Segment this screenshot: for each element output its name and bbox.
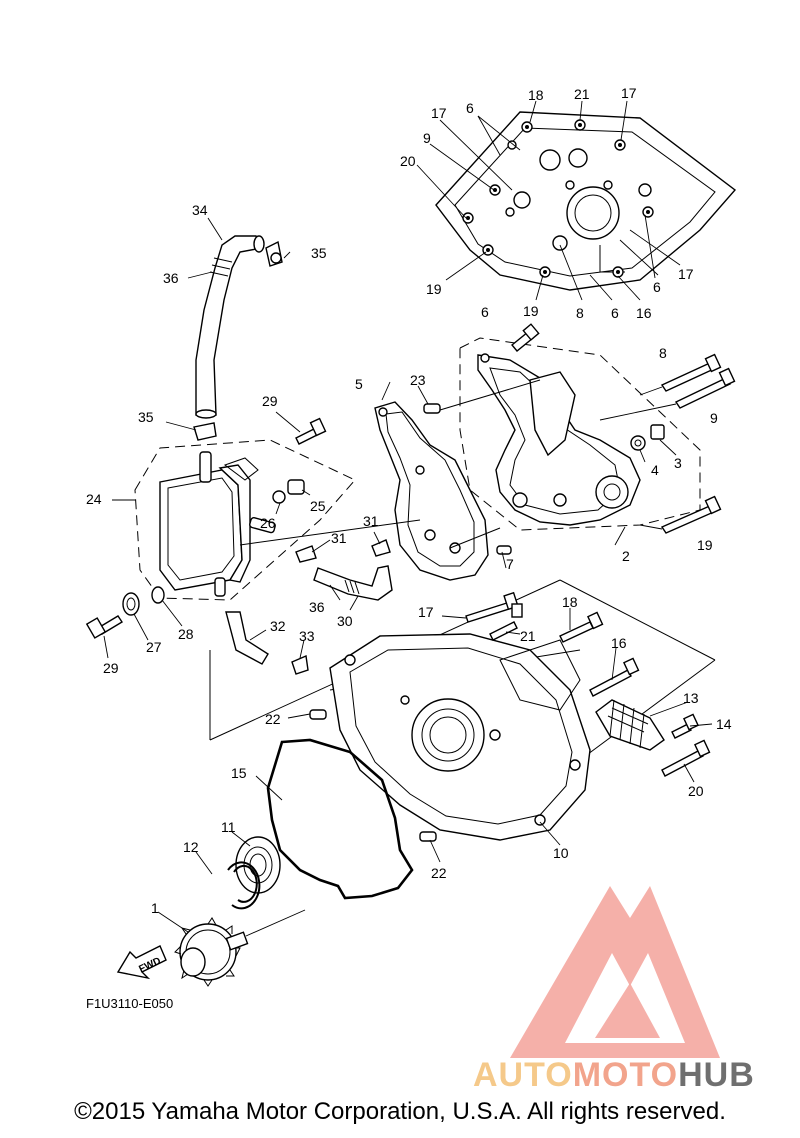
callout-4: 4 (651, 462, 659, 478)
long-bolts (599, 353, 736, 534)
callout-labels: 18 21 17 6 17 9 20 19 19 8 6 16 6 17 34 … (86, 85, 732, 916)
gasket-15 (266, 738, 414, 900)
circlip-12 (227, 861, 261, 910)
dowel-pin-22-lower (419, 831, 437, 842)
callout-17-right: 17 (678, 266, 694, 282)
callout-20-top: 20 (400, 153, 416, 169)
callout-16-cover: 16 (611, 635, 627, 651)
callout-6-pump: 6 (481, 304, 489, 320)
callout-23: 23 (410, 372, 426, 388)
cover-bolts (465, 591, 711, 777)
hose-clamp-31-right (371, 539, 391, 557)
callout-6-topmid: 6 (611, 305, 619, 321)
hose-30 (313, 565, 393, 601)
callout-6-top: 6 (466, 100, 474, 116)
dowel-pin-7 (496, 545, 512, 555)
gasket-5 (374, 401, 489, 581)
callout-35-mid: 35 (138, 409, 154, 425)
plug-3 (650, 424, 665, 440)
dowel-pin-22-upper (309, 709, 327, 720)
callout-30: 30 (337, 613, 353, 629)
callout-17-cover: 17 (418, 604, 434, 620)
callout-19-topleft: 19 (426, 281, 442, 297)
o-ring-4 (630, 435, 646, 451)
callout-32: 32 (270, 618, 286, 634)
callout-28: 28 (178, 626, 194, 642)
hose-clamp-31-left (295, 545, 317, 563)
callout-6-topright: 6 (653, 279, 661, 295)
callout-22-upper: 22 (265, 711, 281, 727)
oil-pump-group (459, 337, 701, 546)
callout-18-top: 18 (528, 87, 544, 103)
callout-22-lower: 22 (431, 865, 447, 881)
callout-11: 11 (221, 819, 236, 835)
callout-12: 12 (183, 839, 199, 855)
callout-31-right: 31 (363, 513, 379, 529)
callout-25: 25 (310, 498, 326, 514)
grommet-27 (122, 592, 140, 616)
callout-5: 5 (355, 376, 363, 392)
callout-27: 27 (146, 639, 162, 655)
callout-36-mid: 36 (309, 599, 325, 615)
callout-13: 13 (683, 690, 699, 706)
wordmark-auto: AUTO (473, 1056, 573, 1094)
cover-leader-lines (416, 100, 681, 301)
callout-2: 2 (622, 548, 630, 564)
callout-9-top: 9 (423, 130, 431, 146)
callout-29-lower: 29 (103, 660, 119, 676)
damper-25 (287, 479, 305, 495)
callout-9-pump: 9 (710, 410, 718, 426)
hose-32 (225, 611, 269, 665)
forward-direction-arrow: FWD (116, 945, 167, 980)
callout-33: 33 (299, 628, 315, 644)
callout-20-cover: 20 (688, 783, 704, 799)
diagram-code: F1U3110-E050 (86, 996, 174, 1011)
gear-1 (174, 909, 306, 987)
collar-28 (151, 586, 165, 604)
crankcase-cover-detail (435, 111, 737, 291)
hose-clamp-33 (291, 654, 309, 675)
callout-29-upper: 29 (262, 393, 278, 409)
callout-8-top: 8 (576, 305, 584, 321)
callout-35-top: 35 (311, 245, 327, 261)
callout-21-cover: 21 (520, 628, 536, 644)
callout-34: 34 (192, 202, 208, 218)
callout-7: 7 (506, 556, 514, 572)
callout-17-topleft: 17 (431, 105, 447, 121)
collar-26 (272, 490, 286, 504)
callout-31-left: 31 (331, 530, 347, 546)
bolt-29-lower (85, 615, 123, 639)
hose-clamp-35-mid (193, 422, 217, 441)
bolt-29-upper (295, 417, 327, 445)
automotohub-wordmark: AUTOMOTOHUB (473, 1056, 755, 1095)
callout-14: 14 (716, 716, 732, 732)
callout-24: 24 (86, 491, 102, 507)
callout-15: 15 (231, 765, 247, 781)
crankcase-cover-10 (329, 633, 591, 841)
callout-16-top: 16 (636, 305, 652, 321)
callout-17-topright: 17 (621, 85, 637, 101)
callout-21-top: 21 (574, 86, 590, 102)
callout-3: 3 (674, 455, 682, 471)
callout-19-topmid: 19 (523, 303, 539, 319)
copyright-notice: ©2015 Yamaha Motor Corporation, U.S.A. A… (74, 1098, 726, 1125)
dowel-pin-23 (423, 403, 441, 414)
breather-hose-34 (195, 235, 265, 419)
callout-10: 10 (553, 845, 569, 861)
callout-19-pump: 19 (697, 537, 713, 553)
callout-36-top: 36 (163, 270, 179, 286)
callout-1: 1 (151, 900, 159, 916)
callout-8-pump: 8 (659, 345, 667, 361)
wordmark-hub: HUB (678, 1056, 755, 1094)
callout-26: 26 (260, 515, 276, 531)
wordmark-moto: MOTO (572, 1056, 679, 1094)
leader-lines (103, 217, 713, 933)
breather-tank-group (134, 439, 356, 601)
callout-18-cover: 18 (562, 594, 578, 610)
automotohub-logo (510, 886, 720, 1058)
hose-clamp-35-top (265, 240, 283, 267)
strainer-13 (595, 699, 665, 751)
